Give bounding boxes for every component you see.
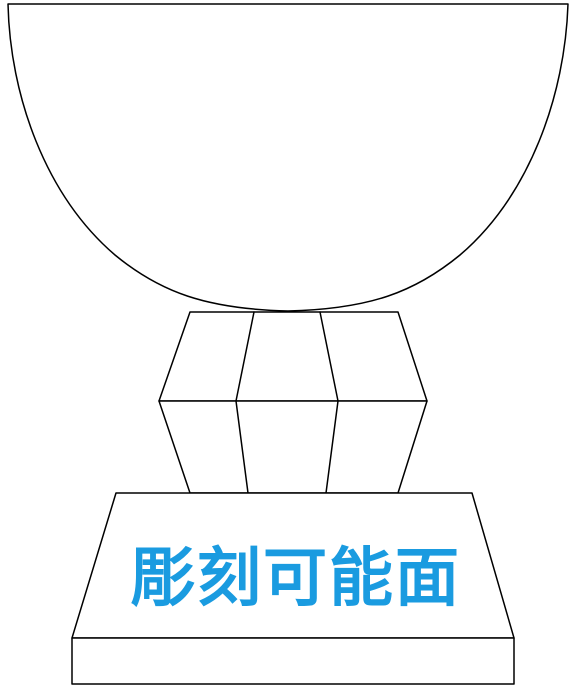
trophy-stem-facet-left — [235, 311, 255, 494]
trophy-stem-upper — [158, 311, 428, 402]
trophy-stem-facet-right — [319, 311, 339, 494]
trophy-base-block — [71, 637, 515, 685]
trophy-stem-lower — [158, 400, 428, 494]
engraving-area-label: 彫刻可能面 — [131, 542, 461, 616]
trophy-cup-bowl — [7, 3, 569, 312]
